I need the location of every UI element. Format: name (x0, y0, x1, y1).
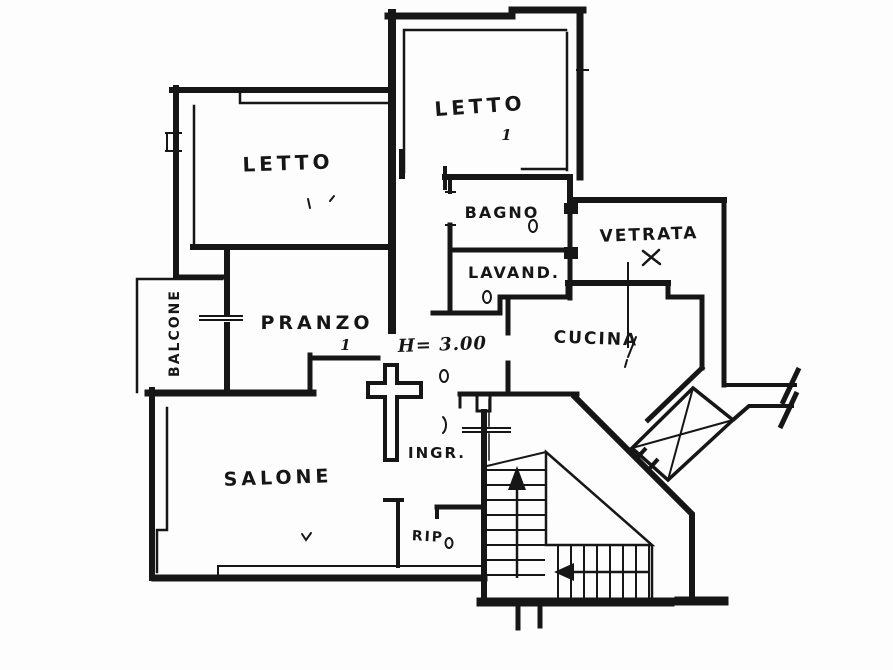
wall-salone-left-inner (155, 406, 169, 574)
wall-stair-diagonal (570, 392, 695, 603)
walls (144, 6, 797, 631)
label-bagno: BAGNO (465, 203, 540, 222)
mark-door-swing-loop (439, 369, 449, 383)
wall-lavand-bottom (430, 280, 571, 316)
junction-block-1 (564, 203, 578, 214)
label-vetrata: VETRATA (599, 223, 698, 246)
staircase (486, 449, 656, 600)
label-letto1: LETTO (242, 149, 334, 176)
elevator-door-ticks (636, 446, 660, 470)
elevator-cross-icon (631, 387, 734, 481)
door-mark-entrance (462, 427, 511, 433)
mark-vetrata-x (641, 248, 662, 267)
wall-cross-pillar (366, 363, 423, 462)
label-letto2-number: 1 (501, 126, 512, 144)
wall-letto2-inner (402, 28, 569, 174)
wall-junction-blocks (564, 203, 578, 259)
wall-letto1-top-inner (238, 88, 390, 105)
wall-cucina-diagonal (644, 364, 706, 424)
wall-letto2-top (384, 6, 587, 20)
label-lavanderia: LAVAND. (468, 263, 560, 282)
label-salone: SALONE (223, 465, 333, 491)
window-letto1-left (165, 132, 182, 152)
wall-salone-bottom-inner (217, 565, 482, 579)
room-labels: LETTO LETTO 1 BAGNO LAVAND. VETRATA CUCI… (167, 91, 699, 546)
mark-ingresso-paren (442, 416, 447, 434)
hand-marks (301, 195, 662, 549)
stair-up-arrow-head (508, 466, 526, 490)
mark-bagno-loop (528, 219, 538, 233)
wall-details (135, 28, 629, 579)
mark-letto1-ticks (307, 195, 335, 209)
stair-landing-triangle (544, 449, 656, 547)
wall-cucina-right (665, 280, 705, 371)
label-pranzo-number: 1 (340, 336, 351, 354)
balcony-outline (135, 277, 224, 394)
label-pranzo: PRANZO (260, 312, 373, 334)
label-ripostiglio: RIP (411, 528, 444, 546)
label-cucina: CUCINA (553, 328, 638, 351)
wall-break-hatch-icon (777, 366, 802, 430)
mark-salone-check (301, 532, 312, 542)
label-balcone: BALCONE (167, 289, 183, 377)
door-jamb-bagno (445, 191, 456, 226)
wall-entry-notch (475, 392, 492, 413)
label-letto2: LETTO (434, 91, 527, 121)
mark-cucina-slash (624, 336, 637, 368)
junction-block-2 (564, 247, 578, 259)
mark-lavand-loop (482, 290, 492, 304)
mark-rip-loop (444, 537, 454, 549)
stair-winder-line (486, 451, 547, 467)
wall-walkway-bottom (731, 404, 794, 422)
door-mark-balcony (199, 315, 243, 321)
elevator (629, 385, 736, 483)
label-ceiling-height: H= 3.00 (396, 333, 487, 357)
stair-down-arrow-head (554, 563, 574, 581)
label-ingresso: INGR. (408, 444, 466, 462)
